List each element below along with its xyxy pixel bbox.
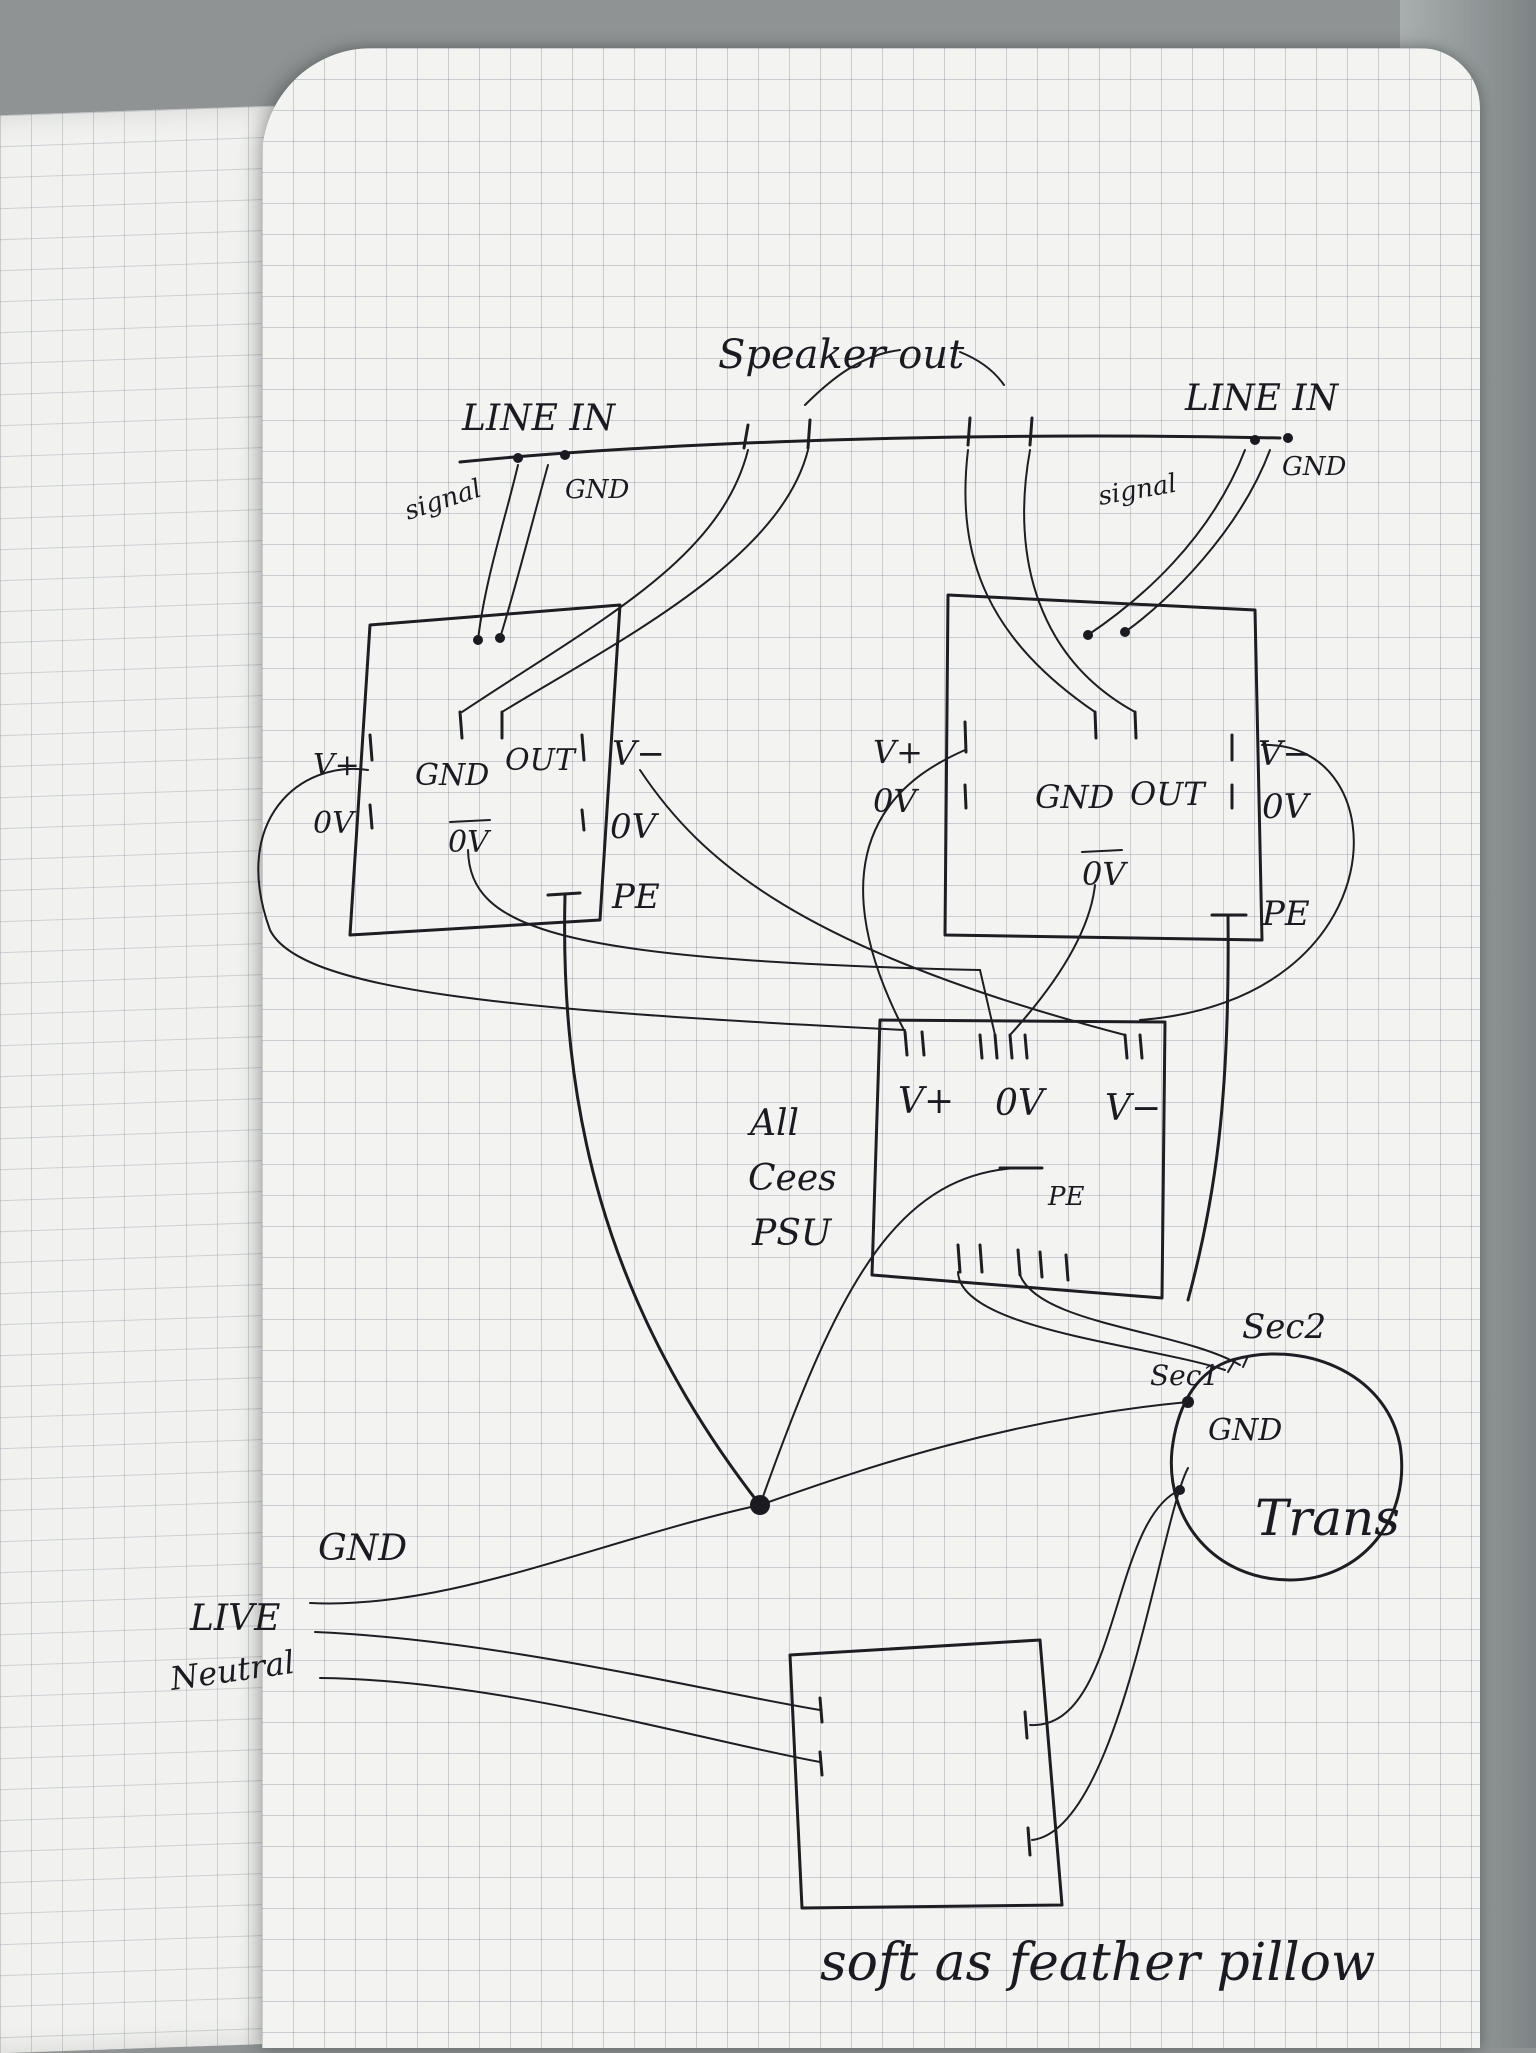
gnd-right-label: GND	[1282, 452, 1347, 482]
psu-name-1: All	[747, 1103, 799, 1144]
amp-right-v-plus: V+	[873, 733, 923, 771]
amp-right-pe: PE	[1261, 894, 1310, 934]
power-wires	[257, 743, 1355, 1507]
amp-right-v-minus: V−	[1258, 734, 1311, 774]
amplifier-left	[348, 603, 622, 937]
signal-wires	[461, 449, 1271, 713]
mains-live-label: LIVE	[189, 1598, 280, 1639]
amp-right-gnd: GND	[1035, 778, 1114, 816]
signal-left-label: signal	[401, 474, 485, 527]
psu-pe: PE	[1047, 1182, 1084, 1212]
psu-v-plus: V+	[898, 1081, 954, 1122]
mains-neutral-label: Neutral	[167, 1643, 297, 1698]
right-notebook-page	[262, 48, 1480, 2048]
amp-right-out: OUT	[1130, 775, 1207, 813]
psu-name-2: Cees	[748, 1158, 837, 1199]
line-in-right-label: LINE IN	[1184, 378, 1340, 419]
trans-name: Trans	[1255, 1489, 1400, 1547]
amp-left-gnd: GND	[415, 758, 489, 793]
signal-right-label: signal	[1096, 469, 1179, 512]
mains-gnd-label: GND	[318, 1528, 407, 1569]
mains-wires	[309, 1467, 1189, 1841]
amp-left-out: OUT	[505, 743, 577, 778]
amp-left-0v-bar: 0V	[448, 825, 492, 860]
soft-start-caption: soft as feather pillow	[820, 1933, 1375, 1993]
amp-left-pe: PE	[611, 877, 660, 917]
amp-right-0v: 0V	[873, 782, 919, 820]
amp-left-0v: 0V	[313, 806, 357, 841]
amp-right-0v-bar: 0V	[1082, 855, 1128, 893]
speaker-out-label: Speaker out	[718, 332, 965, 378]
amp-left-0v-right: 0V	[610, 807, 660, 847]
trans-gnd: GND	[1208, 1413, 1282, 1448]
psu-0v: 0V	[995, 1083, 1048, 1124]
amp-left-v-plus: V+	[313, 748, 360, 783]
line-in-left-label: LINE IN	[461, 398, 617, 439]
psu-name-3: PSU	[751, 1213, 833, 1254]
amp-left-v-minus: V−	[612, 734, 665, 774]
soft-start-box	[788, 1638, 1064, 1910]
psu-board	[870, 1018, 1167, 1300]
gnd-left-label: GND	[565, 475, 630, 505]
amp-right-0v-right: 0V	[1262, 787, 1312, 827]
trans-sec2: Sec2	[1242, 1307, 1326, 1347]
input-bus-line	[458, 349, 1293, 464]
psu-v-minus: V−	[1105, 1088, 1161, 1129]
trans-sec1: Sec1	[1150, 1359, 1219, 1392]
